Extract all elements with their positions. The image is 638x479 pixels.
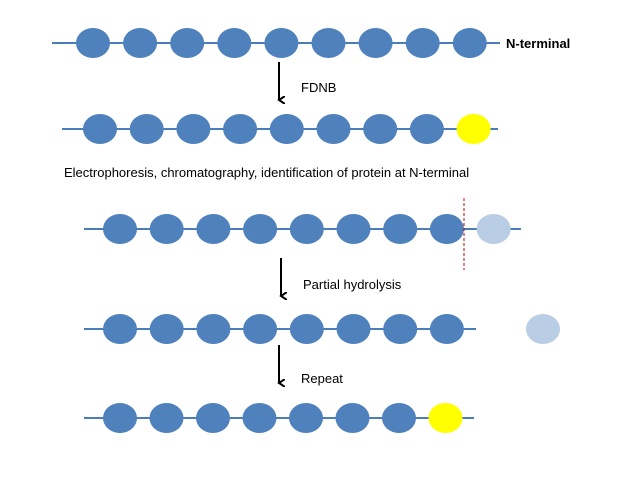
amino-acid-residue: [335, 403, 370, 433]
amino-acid-residue: [243, 214, 278, 244]
labeled-residue: [456, 114, 491, 144]
residue-group: [103, 214, 511, 244]
repeat-chain: [84, 403, 474, 433]
amino-acid-residue: [289, 403, 323, 433]
amino-acid-residue: [311, 28, 346, 58]
labeled-residue: [428, 403, 463, 433]
amino-acid-residue: [429, 214, 464, 244]
fdnb-labeled-chain: [62, 114, 498, 144]
residue-group: [103, 403, 463, 433]
cleaved-residue: [476, 214, 511, 244]
amino-acid-residue: [382, 403, 416, 433]
amino-acid-residue: [103, 314, 137, 344]
amino-acid-residue: [358, 28, 393, 58]
repeat-label: Repeat: [301, 371, 343, 386]
amino-acid-residue: [196, 214, 231, 244]
cleaved-residue: [526, 314, 560, 344]
amino-acid-residue: [129, 114, 164, 144]
amino-acid-residue: [103, 214, 137, 244]
amino-acid-residue: [289, 214, 324, 244]
amino-acid-residue: [405, 28, 440, 58]
amino-acid-residue: [452, 28, 487, 58]
amino-acid-residue: [170, 28, 205, 58]
n-terminal-label: N-terminal: [506, 36, 570, 51]
amino-acid-residue: [223, 114, 258, 144]
residue-group: [83, 114, 491, 144]
amino-acid-residue: [243, 314, 278, 344]
amino-acid-residue: [316, 114, 351, 144]
amino-acid-residue: [363, 114, 398, 144]
identification-text: Electrophoresis, chromatography, identif…: [64, 165, 469, 180]
amino-acid-residue: [429, 314, 464, 344]
amino-acid-residue: [336, 214, 371, 244]
amino-acid-residue: [217, 28, 252, 58]
amino-acid-residue: [289, 314, 324, 344]
chain-with-cut: [84, 198, 521, 270]
amino-acid-residue: [83, 114, 117, 144]
amino-acid-residue: [196, 403, 230, 433]
initial-chain: [52, 28, 500, 58]
amino-acid-residue: [383, 314, 418, 344]
amino-acid-residue: [123, 28, 158, 58]
residue-group: [103, 314, 464, 344]
amino-acid-residue: [176, 114, 211, 144]
amino-acid-residue: [383, 214, 418, 244]
hydrolyzed-chain: [84, 314, 560, 344]
amino-acid-residue: [242, 403, 277, 433]
amino-acid-residue: [103, 403, 137, 433]
amino-acid-residue: [149, 214, 184, 244]
amino-acid-residue: [264, 28, 299, 58]
amino-acid-residue: [149, 403, 184, 433]
amino-acid-residue: [149, 314, 184, 344]
amino-acid-residue: [409, 114, 444, 144]
amino-acid-residue: [336, 314, 371, 344]
fdnb-label: FDNB: [301, 80, 336, 95]
amino-acid-residue: [269, 114, 304, 144]
amino-acid-residue: [76, 28, 110, 58]
partial-hydrolysis-label: Partial hydrolysis: [303, 277, 402, 292]
amino-acid-residue: [196, 314, 231, 344]
residue-group: [76, 28, 487, 58]
